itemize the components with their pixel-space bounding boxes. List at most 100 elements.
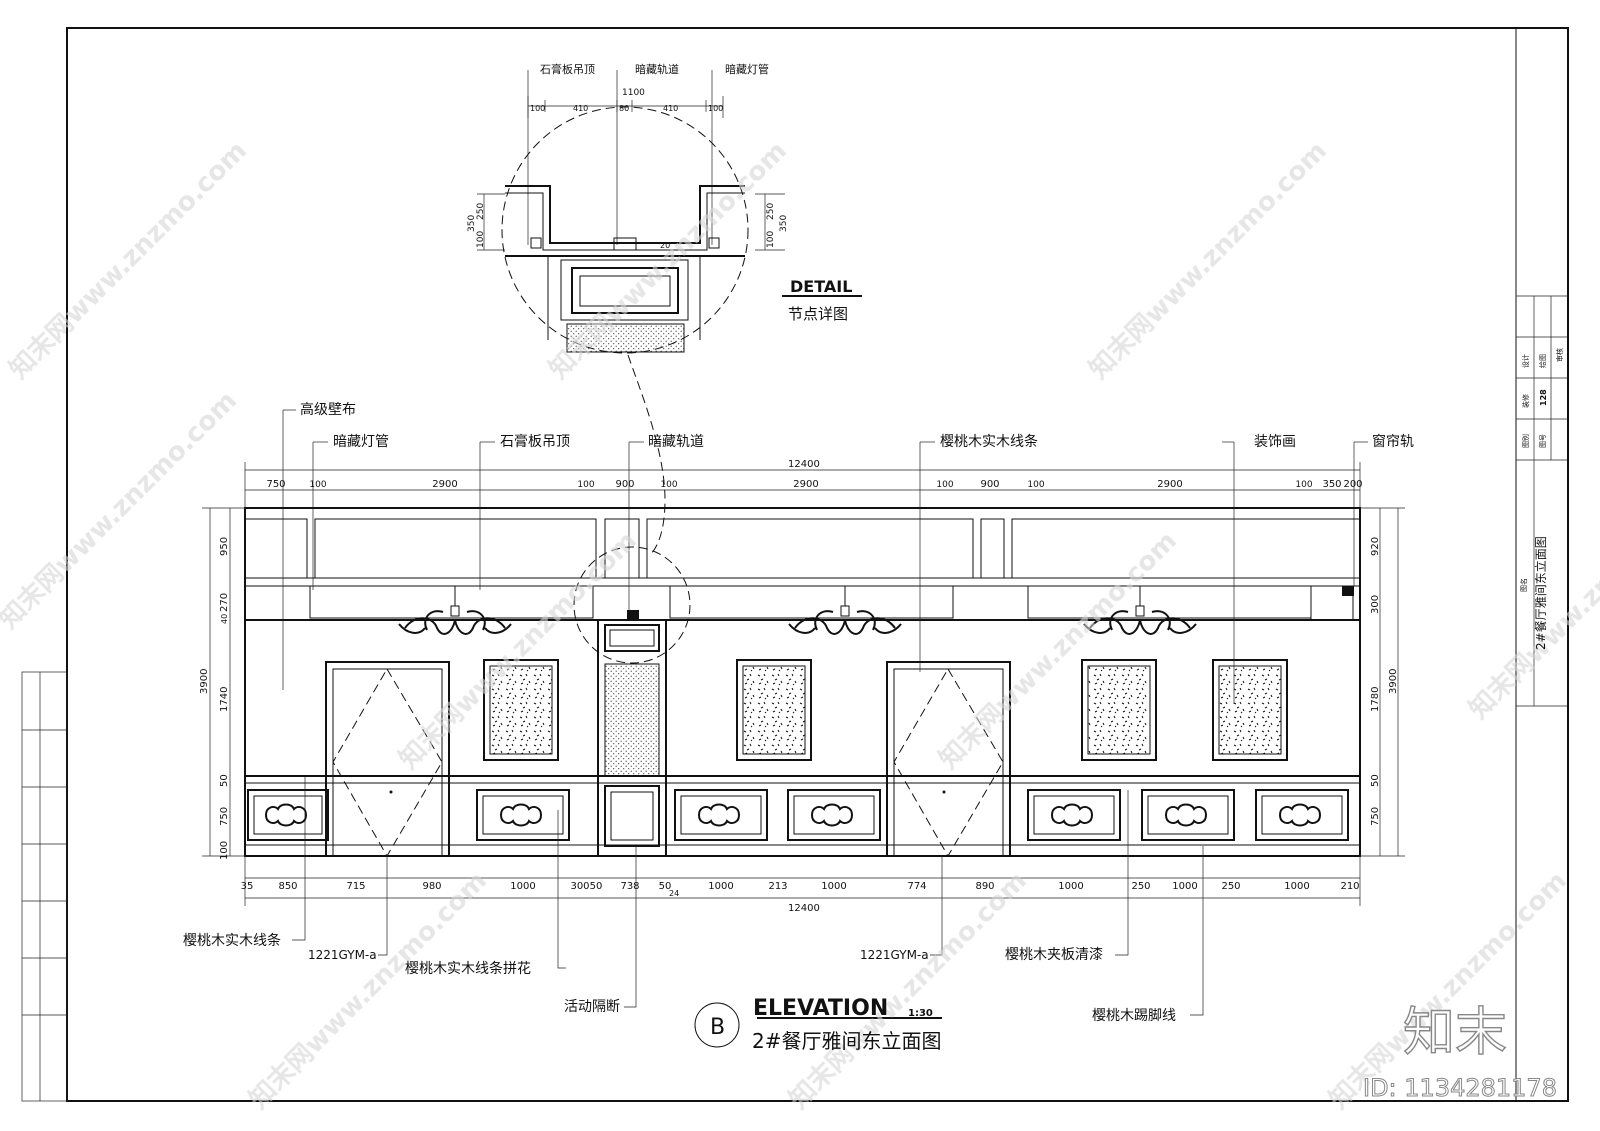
bottom-dim: 850 [278, 881, 297, 892]
detail-circle [501, 106, 749, 354]
left-dim: 40 [220, 614, 229, 624]
side-drawn: 绘图 [1538, 354, 1547, 368]
label-skirting: 樱桃木踢脚线 [1092, 1007, 1176, 1024]
right-dim: 750 [1370, 807, 1381, 826]
inlay-panels [247, 789, 1349, 841]
watermark-brand: 知末 [1403, 1003, 1507, 1063]
detail-side-dim: 250 [476, 203, 486, 220]
bottom-small-dim: 24 [669, 889, 679, 898]
detail-view [477, 70, 785, 354]
top-dim: 900 [980, 479, 999, 490]
left-stamp-table [21, 671, 68, 1102]
detail-side-dim: 350 [467, 215, 477, 232]
watermark-text: 知末网www.znzmo.com [244, 866, 493, 1115]
watermark-text: 知末网www.znzmo.com [1084, 136, 1333, 385]
bottom-total-dim: 12400 [788, 903, 820, 914]
top-dim: 2900 [793, 479, 818, 490]
watermark-text: 知末网www.znzmo.com [784, 866, 1033, 1115]
elevation-marker: B [710, 1015, 725, 1040]
inlay-panel [476, 789, 570, 841]
sheet-border [66, 27, 1569, 1102]
bottom-dim: 1000 [708, 881, 733, 892]
label-hidden-lamp: 暗藏灯管 [333, 434, 389, 450]
label-curtain-rail: 窗帘轨 [1372, 433, 1414, 450]
bottom-dim: 890 [975, 881, 994, 892]
top-dim: 200 [1343, 479, 1362, 490]
side-drawing-name: 2#餐厅雅间东立面图 [1533, 536, 1548, 650]
watermark-text: 知末网www.znzmo.com [0, 386, 243, 635]
detail-title-en: DETAIL [790, 277, 852, 296]
bottom-dim: 738 [620, 881, 639, 892]
inlay-panel [1027, 789, 1121, 841]
top-dim: 100 [309, 480, 326, 490]
elevation-view [202, 409, 1405, 1016]
side-type-label: 图别 [1521, 434, 1530, 448]
watermark-text: 知末网www.znzmo.com [1464, 476, 1600, 725]
inlay-panel [1255, 789, 1349, 841]
label-decor-painting: 装饰画 [1254, 434, 1296, 450]
label-cherry-molding: 樱桃木实木线条 [940, 433, 1038, 450]
bottom-dim: 774 [907, 881, 926, 892]
right-dim: 920 [1370, 537, 1381, 556]
top-total-dim: 12400 [788, 459, 820, 470]
bottom-dim: 300 [570, 881, 589, 892]
watermark-id: ID: 1134281178 [1363, 1074, 1557, 1102]
left-dim: 100 [219, 841, 230, 860]
watermark-text: 知末网www.znzmo.com [4, 136, 253, 385]
side-sheet-no: 128 [1539, 389, 1548, 406]
detail-dim: 410 [663, 104, 678, 113]
inlay-panel [247, 789, 329, 841]
side-category: 装修 [1521, 394, 1530, 408]
detail-dim: 100 [530, 104, 545, 113]
bottom-dim: 213 [768, 881, 787, 892]
top-leaders [282, 409, 1368, 704]
right-total-dim: 3900 [1388, 669, 1399, 694]
bottom-dim: 1000 [1058, 881, 1083, 892]
bottom-dim: 50 [590, 881, 603, 892]
door-right [886, 661, 1011, 857]
detail-side-dim: 100 [766, 231, 776, 248]
detail-dim: 80 [619, 104, 629, 113]
label-hidden-track: 暗藏轨道 [648, 434, 704, 450]
bottom-dim: 35 [241, 881, 254, 892]
side-number-label: 图号 [1539, 434, 1547, 448]
right-dim: 300 [1370, 595, 1381, 614]
bottom-dim: 1000 [1284, 881, 1309, 892]
inlay-panel [787, 789, 881, 841]
movable-partition [597, 610, 667, 857]
inlay-panel [674, 789, 768, 841]
bottom-dim: 50 [659, 881, 672, 892]
detail-callout-circle [573, 546, 691, 664]
elevation-marker-circle [694, 1002, 740, 1048]
detail-callout-ceiling: 石膏板吊顶 [540, 62, 595, 76]
detail-callout-track: 暗藏轨道 [635, 62, 679, 76]
top-dim: 100 [577, 480, 594, 490]
wall-outline [244, 507, 1361, 857]
detail-inner-dim: 20 [660, 241, 670, 250]
right-dim: 1780 [1370, 687, 1381, 712]
elevation-scale: 1:30 [908, 1008, 933, 1019]
top-dim: 100 [1027, 480, 1044, 490]
label-cherry-molding-bottom: 樱桃木实木线条 [183, 932, 281, 949]
side-name-label: 图名 [1519, 578, 1528, 592]
left-dim: 750 [219, 807, 230, 826]
left-dim: 950 [219, 537, 230, 556]
top-dim: 350 [1322, 479, 1341, 490]
top-dim: 750 [266, 479, 285, 490]
bottom-leaders [292, 777, 1204, 1016]
detail-callout-lamp: 暗藏灯管 [725, 62, 769, 76]
bottom-dim: 980 [422, 881, 441, 892]
label-door-right: 1221GYM-a [860, 948, 929, 962]
inlay-panel [1141, 789, 1235, 841]
decorative-paintings [483, 659, 1288, 761]
top-dim: 100 [1295, 480, 1312, 490]
label-partition: 活动隔断 [564, 999, 620, 1015]
bottom-dim: 1000 [510, 881, 535, 892]
right-dim: 50 [1370, 774, 1381, 787]
title-panel [1516, 295, 1568, 707]
ceiling-coffers [309, 585, 1354, 621]
chandelier [398, 586, 1197, 635]
label-inlay: 樱桃木实木线条拼花 [405, 960, 531, 977]
